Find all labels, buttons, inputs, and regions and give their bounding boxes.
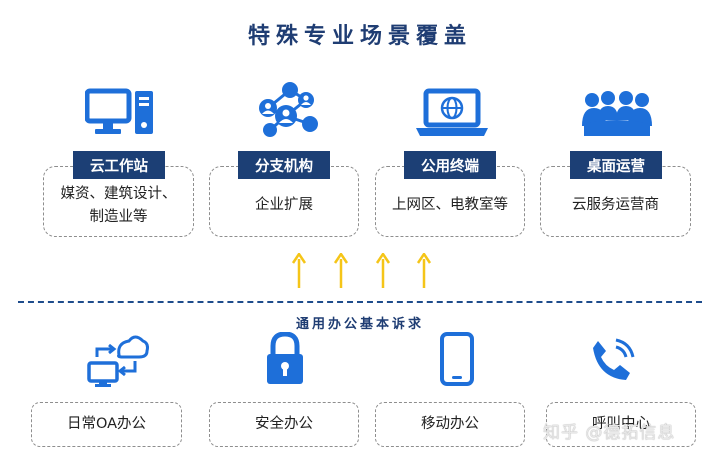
- section-divider: [18, 301, 702, 303]
- up-arrow-icon: [416, 253, 432, 288]
- scenario-badge-desktop-ops: 桌面运营: [570, 151, 662, 179]
- page-title: 特殊专业场景覆盖: [247, 24, 472, 49]
- smartphone-icon: [440, 332, 474, 386]
- laptop-globe-icon: [416, 88, 488, 136]
- up-arrow-icon: [291, 253, 307, 288]
- scenario-badge-branch: 分支机构: [238, 151, 330, 179]
- desktop-computer-icon: [85, 88, 153, 134]
- watermark: 知乎 @德拓信息: [543, 423, 676, 443]
- scenario-card-cloud-workstation: 媒资、建筑设计、 制造业等: [43, 166, 194, 237]
- basic-card-security: 安全办公: [209, 402, 359, 447]
- scenario-badge-cloud-workstation: 云工作站: [73, 151, 165, 179]
- user-group-icon: [582, 91, 652, 136]
- basic-card-call-center: 呼叫中心: [546, 402, 696, 447]
- section-subtitle: 通用办公基本诉求: [295, 317, 424, 332]
- scenario-badge-public-terminal: 公用终端: [404, 151, 496, 179]
- phone-icon: [593, 338, 635, 380]
- network-people-icon: [259, 82, 318, 137]
- padlock-icon: [267, 332, 303, 384]
- up-arrow-icon: [375, 253, 391, 288]
- up-arrow-icon: [333, 253, 349, 288]
- basic-card-oa: 日常OA办公: [31, 402, 182, 447]
- cloud-sync-monitor-icon: [87, 335, 149, 387]
- basic-card-mobile: 移动办公: [375, 402, 525, 447]
